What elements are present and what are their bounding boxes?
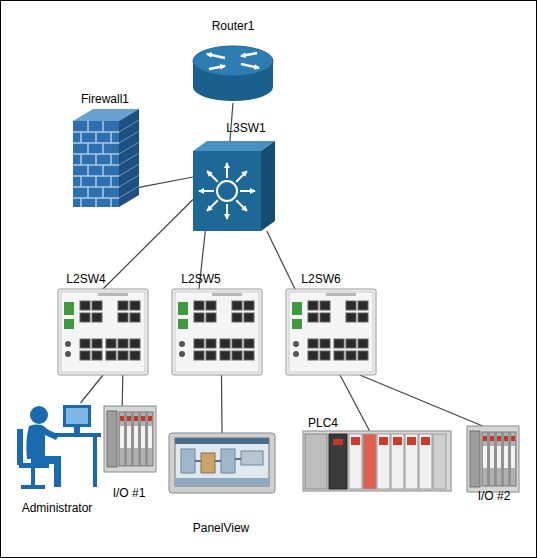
person-head bbox=[30, 406, 48, 424]
device-label: L2SW4 bbox=[66, 272, 105, 286]
desk-leg bbox=[93, 437, 97, 487]
l2-switch-node: L2SW6 bbox=[286, 289, 376, 375]
device-label: Router1 bbox=[212, 19, 255, 33]
workstation-node: Administrator bbox=[13, 403, 103, 491]
switch-top bbox=[193, 141, 275, 151]
device-label: PLC4 bbox=[308, 416, 338, 430]
chair-post bbox=[31, 468, 35, 485]
processor bbox=[329, 434, 347, 489]
device-label: I/O #1 bbox=[113, 486, 146, 500]
hmi-screen bbox=[175, 438, 269, 486]
firewall-node: Firewall1 bbox=[73, 109, 139, 207]
device-label: Firewall1 bbox=[81, 92, 129, 106]
chair-base bbox=[21, 485, 45, 489]
l2-switch-node: L2SW5 bbox=[172, 289, 262, 375]
power-supply bbox=[305, 434, 327, 489]
chair-seat bbox=[19, 463, 49, 468]
l2-switch-icon bbox=[172, 289, 262, 375]
monitor bbox=[63, 405, 91, 427]
chair-back bbox=[17, 429, 23, 465]
chassis bbox=[303, 431, 451, 491]
panelview-icon bbox=[169, 433, 275, 493]
router-icon bbox=[193, 46, 273, 101]
device-label: L3SW1 bbox=[226, 121, 265, 135]
device-label: L2SW6 bbox=[301, 272, 340, 286]
plc-modules bbox=[349, 434, 446, 489]
hmi-pipes bbox=[195, 459, 241, 461]
network-link bbox=[221, 375, 223, 433]
io-rack-icon bbox=[467, 426, 519, 492]
l2-switch-icon bbox=[58, 289, 148, 375]
device-label: Administrator bbox=[22, 501, 93, 515]
firewall-side bbox=[119, 109, 139, 207]
l2-switch-icon bbox=[286, 289, 376, 375]
network-link bbox=[340, 375, 370, 431]
network-link bbox=[360, 375, 483, 426]
hmi-header bbox=[175, 438, 269, 444]
person-legs bbox=[31, 456, 61, 487]
plc-node: PLC4 bbox=[303, 431, 451, 491]
firewall-front bbox=[73, 121, 119, 207]
device-label: PanelView bbox=[193, 521, 249, 535]
hmi-panel bbox=[241, 451, 263, 465]
io-rack-icon bbox=[104, 406, 156, 472]
network-link bbox=[103, 200, 193, 290]
device-label: I/O #2 bbox=[478, 489, 511, 503]
switch-arrows bbox=[199, 163, 255, 219]
hmi-tank bbox=[201, 453, 215, 473]
monitor-stand bbox=[74, 427, 80, 433]
hmi-tank bbox=[221, 449, 235, 473]
network-link bbox=[267, 231, 295, 289]
module-indicators bbox=[351, 437, 430, 445]
network-link bbox=[139, 177, 193, 187]
device-label: L2SW5 bbox=[181, 272, 220, 286]
administrator-icon bbox=[17, 405, 101, 489]
firewall-icon bbox=[73, 109, 139, 207]
network-link bbox=[81, 375, 104, 403]
router-top bbox=[193, 46, 273, 76]
l3-switch-node: L3SW1 bbox=[193, 141, 275, 231]
brick-joints bbox=[81, 121, 111, 207]
hmi-node: PanelView bbox=[169, 433, 275, 493]
processor-led bbox=[333, 439, 343, 445]
l2-switch-node: L2SW4 bbox=[58, 289, 148, 375]
hmi-bezel bbox=[169, 433, 275, 493]
brick-lines bbox=[119, 120, 139, 198]
monitor-screen bbox=[66, 408, 88, 424]
io-node: I/O #2 bbox=[467, 426, 519, 489]
router-arrows bbox=[207, 53, 259, 69]
router-node: Router1 bbox=[191, 45, 275, 103]
switch-side bbox=[261, 141, 275, 231]
hmi-tank bbox=[181, 449, 195, 473]
switch-front bbox=[193, 151, 261, 231]
plc-chassis-icon bbox=[303, 431, 451, 491]
network-link bbox=[122, 375, 124, 406]
person-torso bbox=[26, 425, 59, 459]
hmi-footer bbox=[175, 478, 269, 486]
l3-switch-icon bbox=[193, 141, 275, 231]
io-node: I/O #1 bbox=[104, 406, 156, 472]
switch-hub bbox=[217, 181, 237, 201]
